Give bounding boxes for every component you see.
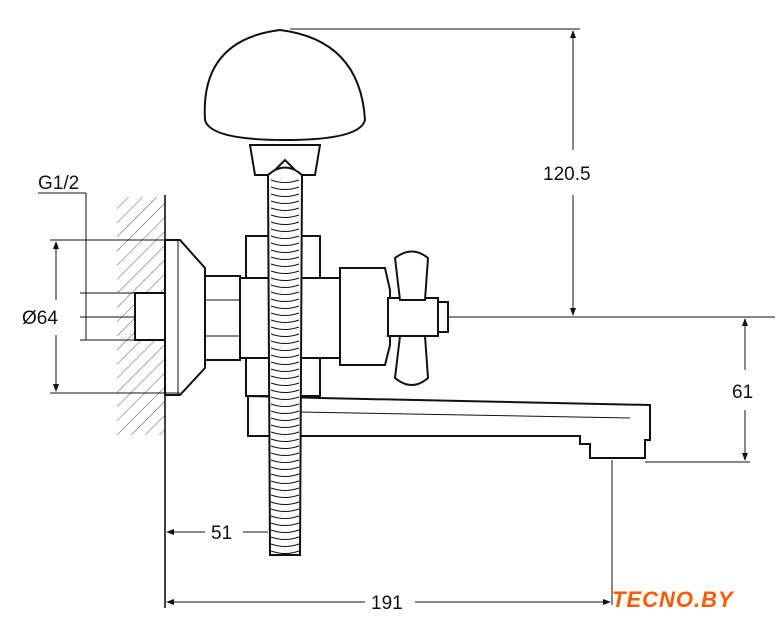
hose-coil xyxy=(270,298,300,302)
cross-handle xyxy=(393,250,449,386)
hose-coil xyxy=(270,473,300,477)
hose-coil xyxy=(270,550,300,554)
pipe-stub xyxy=(134,292,166,341)
hose-coil xyxy=(270,424,300,428)
hose-coil xyxy=(270,375,300,379)
escutcheon xyxy=(164,239,206,396)
hose-coil xyxy=(270,515,300,519)
hose-coil xyxy=(270,312,300,316)
hose-coil xyxy=(270,263,300,267)
hose-coil xyxy=(270,305,300,309)
hose-coil xyxy=(270,284,300,288)
hose-coil xyxy=(270,522,300,526)
hose-coil xyxy=(270,501,300,505)
hose-coil xyxy=(270,200,300,204)
hose-coil xyxy=(270,417,300,421)
hose-coil xyxy=(270,270,300,274)
hose-coil xyxy=(270,256,300,260)
hose-coil xyxy=(270,389,300,393)
hose-coil xyxy=(270,193,300,197)
hose-coil xyxy=(270,249,300,253)
wall-section xyxy=(117,195,166,608)
hose-coil xyxy=(270,333,300,337)
hose-coil xyxy=(270,368,300,372)
hex-nut xyxy=(204,275,241,361)
hose-coil xyxy=(270,207,300,211)
hose-coil xyxy=(270,382,300,386)
logo: TECNO.BY xyxy=(612,587,734,612)
hose-coil xyxy=(270,438,300,442)
hose-coil xyxy=(270,291,300,295)
spout xyxy=(247,394,651,459)
hose-coil xyxy=(270,459,300,463)
hose-coil xyxy=(270,543,300,547)
diameter-label: Ø64 xyxy=(22,308,58,329)
hose-coil xyxy=(270,508,300,512)
hose-coil xyxy=(270,494,300,498)
hose-coil xyxy=(270,179,300,183)
hose-coil xyxy=(270,466,300,470)
hose-coil xyxy=(270,235,300,239)
hose-coil xyxy=(270,347,300,351)
hose-coil xyxy=(270,354,300,358)
hose-coil xyxy=(270,452,300,456)
hose-coil xyxy=(270,228,300,232)
hose-coil xyxy=(270,403,300,407)
height-top-label: 120.5 xyxy=(543,164,591,185)
hose-coil xyxy=(270,186,300,190)
spout-length-label: 191 xyxy=(371,593,403,614)
hose-coil xyxy=(270,242,300,246)
hose-coil xyxy=(270,326,300,330)
hose-coil xyxy=(270,480,300,484)
hose-coil xyxy=(270,445,300,449)
hose-coil xyxy=(270,536,300,540)
hose-coil xyxy=(270,319,300,323)
hose-coil xyxy=(270,431,300,435)
hose-coil xyxy=(270,410,300,414)
height-spout-label: 61 xyxy=(732,382,753,403)
hose-coil xyxy=(270,396,300,400)
hose-coil xyxy=(270,214,300,218)
hose-coil xyxy=(270,277,300,281)
hose-coil xyxy=(270,361,300,365)
hose-coil xyxy=(270,529,300,533)
hose-coil xyxy=(270,221,300,225)
shower-hose xyxy=(266,166,304,556)
dimension-lines xyxy=(38,28,750,605)
hose-coil xyxy=(270,340,300,344)
hose-coil xyxy=(270,487,300,491)
shower-head xyxy=(203,28,367,176)
wall-offset-label: 51 xyxy=(211,523,232,544)
thread-label: G1/2 xyxy=(38,173,79,194)
